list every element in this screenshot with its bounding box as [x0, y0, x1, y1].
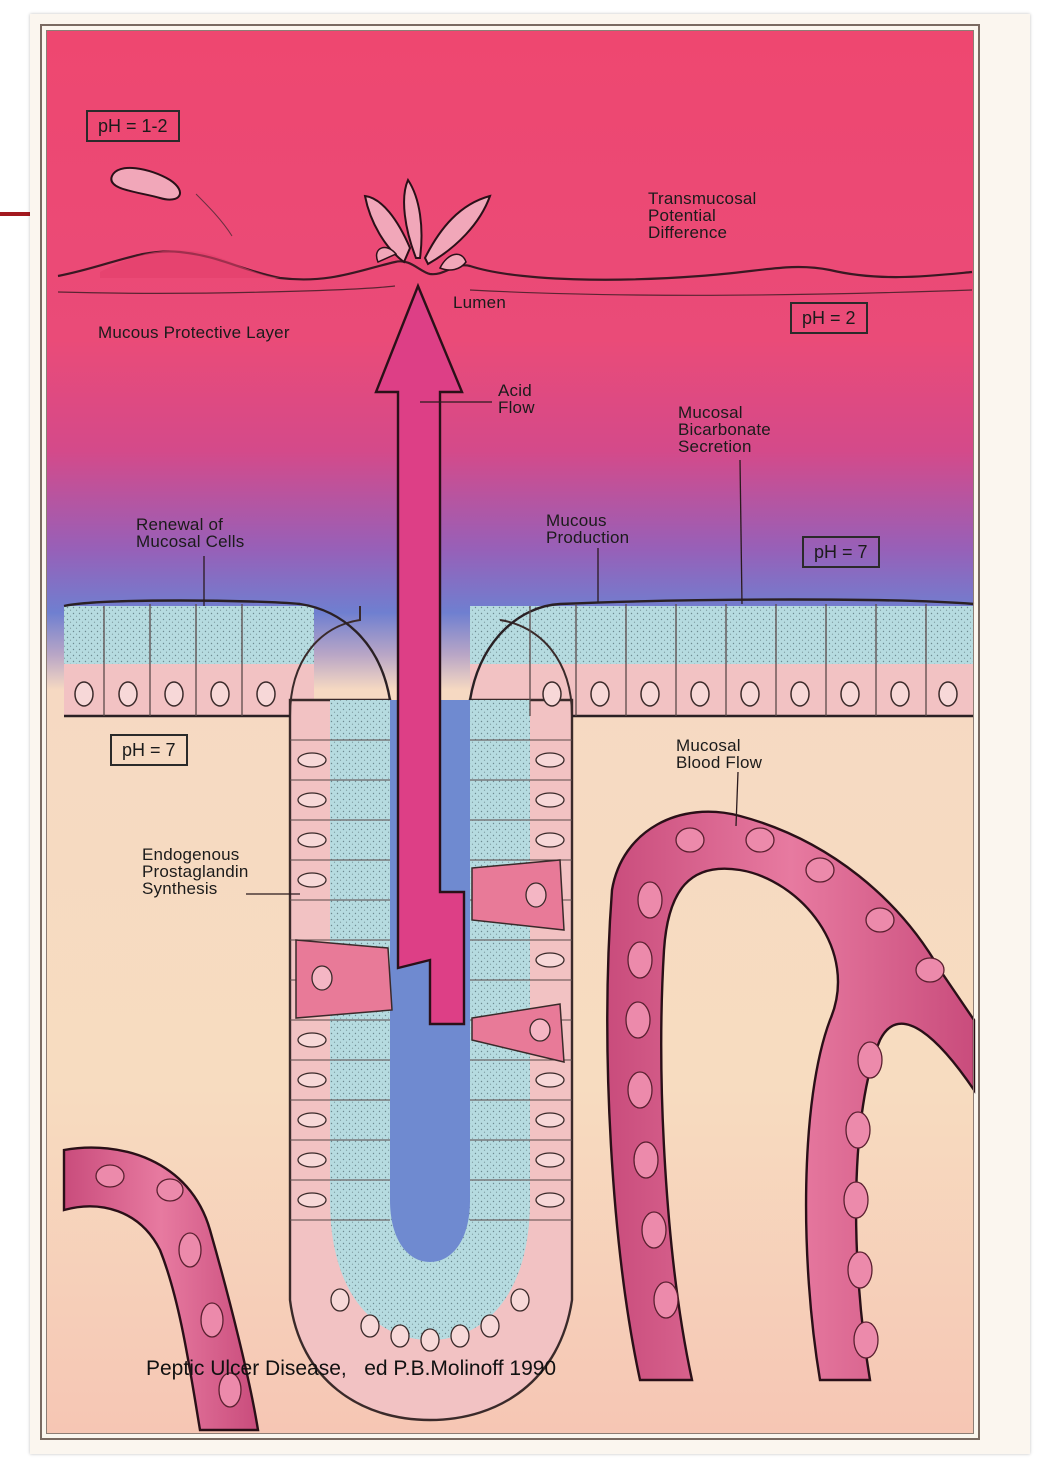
prostaglandin-line-1: Endogenous [142, 846, 249, 863]
inner-frame [46, 30, 974, 1434]
transmucosal-line-3: Difference [648, 224, 757, 241]
blood-flow-line-2: Blood Flow [676, 754, 762, 771]
transmucosal-line-1: Transmucosal [648, 190, 757, 207]
bicarbonate-label: Mucosal Bicarbonate Secretion [678, 404, 771, 455]
acid-flow-line-2: Flow [498, 399, 535, 416]
renewal-line-1: Renewal of [136, 516, 244, 533]
source-credit: Peptic Ulcer Disease, ed P.B.Molinoff 19… [146, 1357, 556, 1381]
acid-flow-line-1: Acid [498, 382, 535, 399]
blood-flow-label: Mucosal Blood Flow [676, 737, 762, 771]
ph-lumen-box: pH = 2 [790, 302, 868, 334]
prostaglandin-line-3: Synthesis [142, 880, 249, 897]
bicarbonate-line-3: Secretion [678, 438, 771, 455]
mucous-production-line-2: Production [546, 529, 629, 546]
ph-surface-box: pH = 7 [802, 536, 880, 568]
bicarbonate-line-1: Mucosal [678, 404, 771, 421]
transmucosal-label: Transmucosal Potential Difference [648, 190, 757, 241]
prostaglandin-label: Endogenous Prostaglandin Synthesis [142, 846, 249, 897]
transmucosal-line-2: Potential [648, 207, 757, 224]
ph-lamina-box: pH = 7 [110, 734, 188, 766]
renewal-label: Renewal of Mucosal Cells [136, 516, 244, 550]
acid-flow-label: Acid Flow [498, 382, 535, 416]
prostaglandin-line-2: Prostaglandin [142, 863, 249, 880]
bicarbonate-line-2: Bicarbonate [678, 421, 771, 438]
renewal-line-2: Mucosal Cells [136, 533, 244, 550]
ph-top-box: pH = 1-2 [86, 110, 180, 142]
lumen-label: Lumen [453, 294, 506, 311]
mucous-layer-label: Mucous Protective Layer [98, 324, 290, 341]
mucous-production-label: Mucous Production [546, 512, 629, 546]
blood-flow-line-1: Mucosal [676, 737, 762, 754]
mucous-production-line-1: Mucous [546, 512, 629, 529]
